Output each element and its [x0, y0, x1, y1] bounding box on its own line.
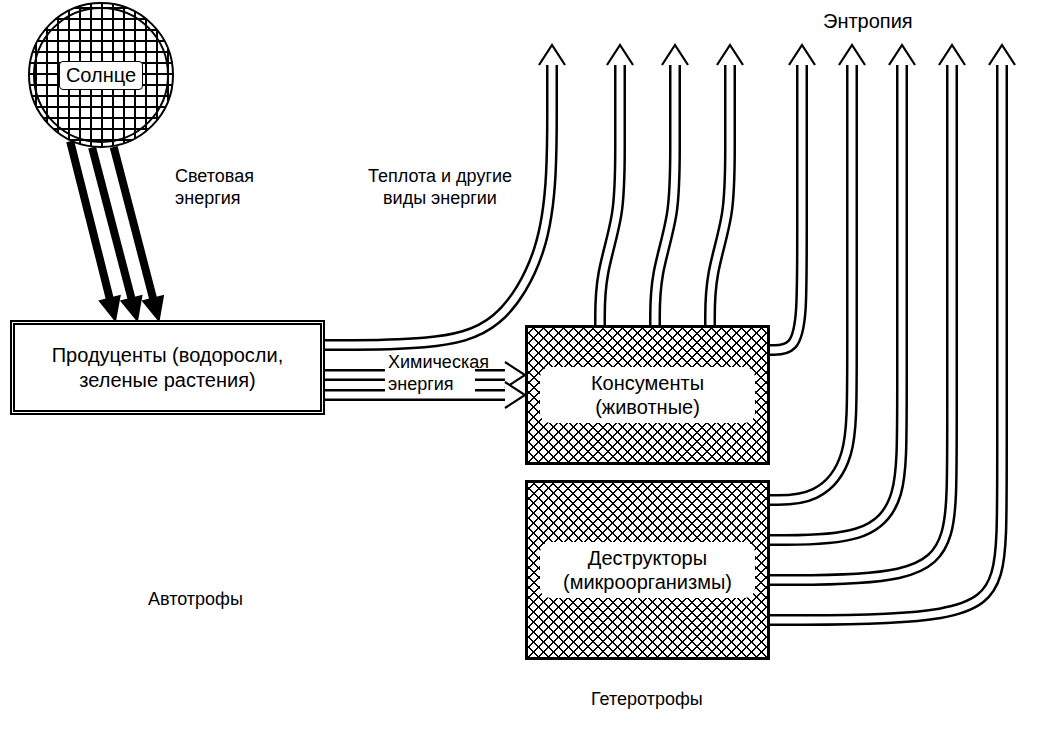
arrow-shaft — [600, 65, 620, 325]
sun-circle: Солнце — [28, 2, 174, 148]
arrow-shaft — [325, 65, 552, 345]
arrow-head — [100, 296, 119, 320]
arrow-inner — [770, 65, 902, 540]
arrow-head — [839, 45, 865, 65]
entropy-arrow — [655, 45, 688, 325]
node-text: Деструкторы (микроорганизмы) — [540, 542, 755, 598]
entropy-arrow — [325, 45, 565, 345]
node-text: Солнце — [59, 61, 143, 90]
consumer-box: Консументы (животные) — [525, 325, 770, 465]
arrow-shaft — [92, 147, 131, 298]
edge-label: Световая энергия — [172, 165, 272, 210]
arrow-shaft — [770, 65, 802, 350]
entropy-arrow — [600, 45, 633, 325]
arrow-inner — [770, 65, 1002, 620]
entropy-arrow — [770, 45, 915, 540]
entropy-arrow — [770, 45, 815, 350]
arrow-head — [717, 45, 743, 65]
arrow-head — [143, 296, 162, 320]
arrow-shaft — [114, 147, 153, 299]
producer-box: Продуценты (водоросли, зеленые растения) — [10, 320, 325, 415]
edge-label: Химическая энергия — [385, 351, 475, 396]
arrow-inner — [600, 65, 620, 325]
node-text: Продуценты (водоросли, зеленые растения) — [27, 343, 308, 393]
arrow-shaft — [710, 65, 730, 325]
heterotroph-label: Гетеротрофы — [588, 688, 706, 712]
heat-label: Теплота и другие виды энергии — [355, 165, 525, 210]
arrow-head — [505, 382, 525, 408]
autotroph-label: Автотрофы — [145, 588, 246, 612]
arrow-inner — [770, 65, 802, 350]
arrow-head — [939, 45, 965, 65]
arrow-head — [122, 296, 141, 320]
arrow-head — [539, 45, 565, 65]
arrow-shaft — [655, 65, 675, 325]
arrow-shaft — [70, 141, 110, 299]
entropy-arrow — [770, 45, 965, 580]
entropy-arrow — [770, 45, 865, 500]
entropy-label: Энтропия — [820, 8, 916, 34]
entropy-arrow — [770, 45, 1015, 620]
arrow-inner — [770, 65, 852, 500]
arrow-head — [607, 45, 633, 65]
arrow-head — [989, 45, 1015, 65]
arrow-inner — [710, 65, 730, 325]
arrow-head — [889, 45, 915, 65]
arrow-shaft — [770, 65, 852, 500]
arrow-head — [662, 45, 688, 65]
arrow-inner — [325, 65, 552, 345]
destructor-box: Деструкторы (микроорганизмы) — [525, 480, 770, 660]
arrow-shaft — [770, 65, 1002, 620]
arrow-head — [789, 45, 815, 65]
entropy-arrow — [710, 45, 743, 325]
arrow-shaft — [770, 65, 902, 540]
arrow-inner — [655, 65, 675, 325]
arrow-shaft — [770, 65, 952, 580]
arrow-inner — [770, 65, 952, 580]
node-text: Консументы (животные) — [540, 367, 755, 423]
energy-flow-arrow — [70, 141, 163, 320]
